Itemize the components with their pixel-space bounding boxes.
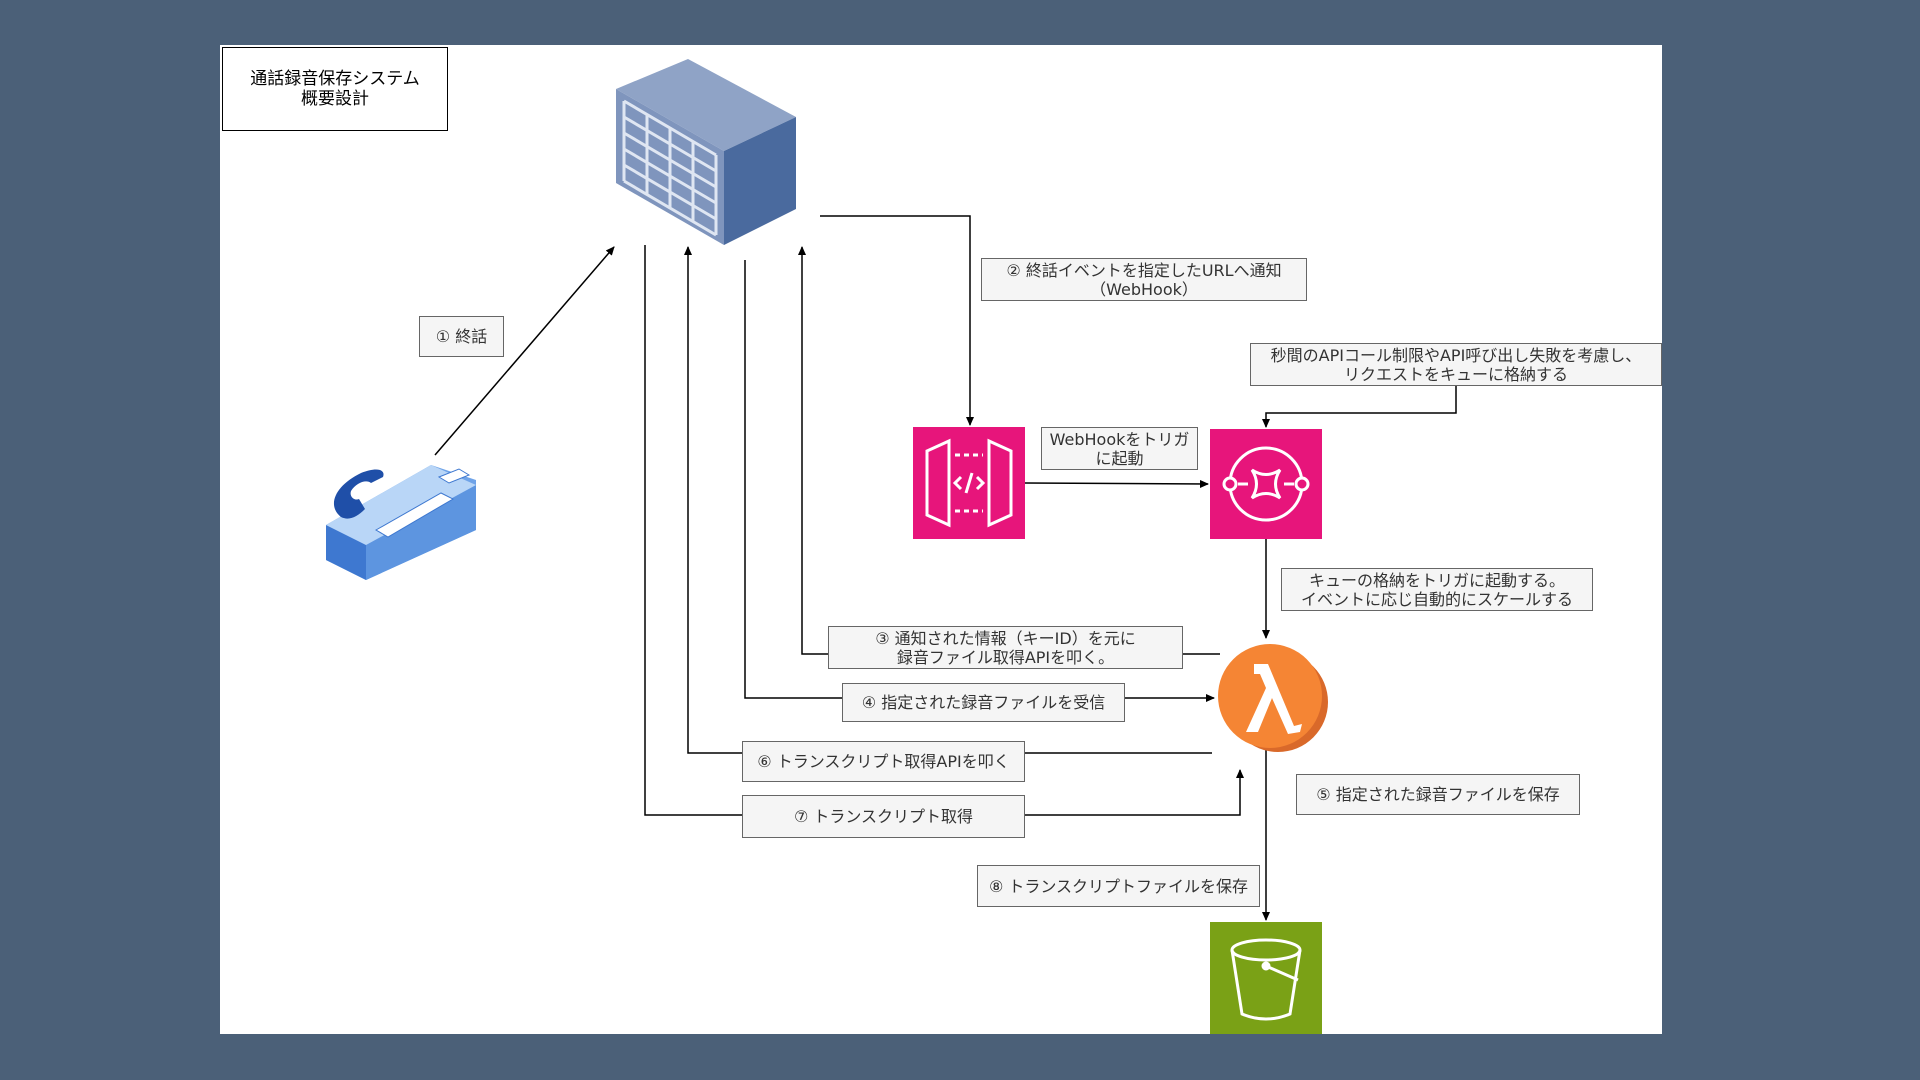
- telephone-icon: [326, 465, 476, 580]
- s3-bucket-icon[interactable]: [1210, 922, 1322, 1034]
- diagram-title: 通話録音保存システム 概要設計: [222, 47, 448, 131]
- diagram-canvas: [220, 45, 1662, 1034]
- arrow-server-to-apigw: [820, 215, 974, 426]
- label-queue-note: 秒間のAPIコール制限やAPI呼び出し失敗を考慮し、 リクエストをキューに格納す…: [1250, 343, 1662, 386]
- label-step7: ⑦ トランスクリプト取得: [742, 795, 1025, 838]
- label-step4: ④ 指定された録音ファイルを受信: [842, 683, 1125, 722]
- label-step6: ⑥ トランスクリプト取得APIを叩く: [742, 741, 1025, 782]
- arrow-phone-to-server: [434, 246, 615, 456]
- label-webhook-trigger: WebHookをトリガ に起動: [1041, 427, 1198, 470]
- lambda-icon[interactable]: [1214, 640, 1334, 755]
- api-gateway-icon[interactable]: [913, 427, 1025, 539]
- label-step2: ② 終話イベントを指定したURLへ通知 （WebHook）: [981, 258, 1307, 301]
- label-step3: ③ 通知された情報（キーID）を元に 録音ファイル取得APIを叩く。: [828, 626, 1183, 669]
- arrow-step6: [684, 246, 1212, 754]
- label-step8: ⑧ トランスクリプトファイルを保存: [977, 865, 1260, 907]
- label-step5: ⑤ 指定された録音ファイルを保存: [1296, 774, 1580, 815]
- arrow-apigw-to-sqs: [1024, 479, 1209, 488]
- sqs-queue-icon[interactable]: [1210, 429, 1322, 539]
- label-step1: ① 終話: [419, 316, 504, 357]
- label-lambda-trigger: キューの格納をトリガに起動する。 イベントに応じ自動的にスケールする: [1281, 568, 1593, 611]
- arrow-note-to-sqs: [1262, 386, 1457, 428]
- server-icon: [616, 59, 796, 245]
